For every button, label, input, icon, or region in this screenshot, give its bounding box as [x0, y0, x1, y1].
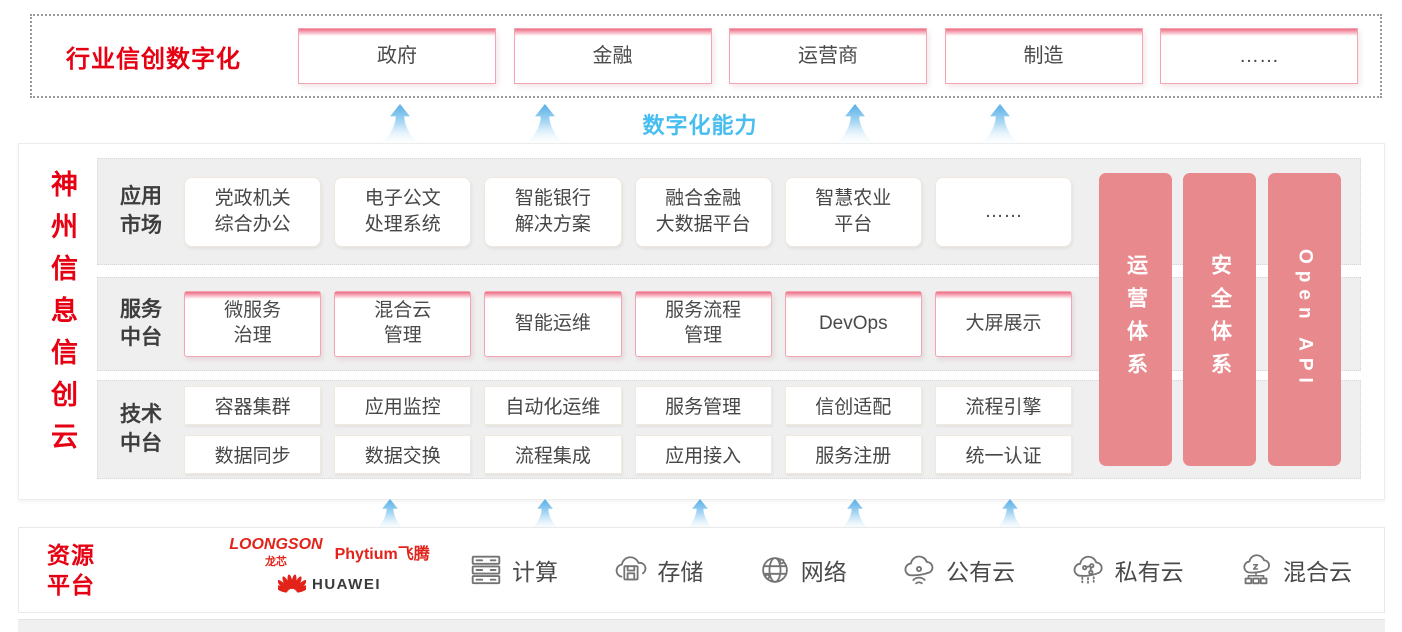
tech-box-app-monitor: 应用监控 [334, 385, 472, 425]
resource-item-label: 公有云 [946, 559, 1016, 585]
tech-box-data-exchange: 数据交换 [334, 434, 472, 474]
svc-box-devops: DevOps [784, 291, 922, 357]
public-cloud-icon [904, 555, 934, 585]
resource-item-hybrid-cloud: 混合云 [1236, 551, 1352, 589]
svc-box-bigscreen-display: 大屏展示 [934, 291, 1073, 357]
industry-box-government: 政府 [298, 28, 496, 84]
app-box-smart-agriculture: 智慧农业 平台 [784, 176, 922, 247]
resource-item-network: 网络 [756, 551, 847, 589]
up-arrow-icon [527, 104, 563, 142]
vendor-logos: LOONGSON 龙芯 Phytium飞腾 HUAWEI [217, 536, 442, 596]
app-box-smart-bank: 智能银行 解决方案 [484, 176, 622, 247]
loongson-wordmark: LOONGSON [229, 536, 323, 553]
up-arrow-icon [531, 499, 559, 529]
svc-box-hybrid-cloud-mgmt: 混合云 管理 [334, 291, 472, 357]
tech-box-auto-ops: 自动化运维 [484, 385, 622, 425]
phytium-logo: Phytium飞腾 [334, 546, 430, 563]
tech-box-app-access: 应用接入 [634, 434, 772, 474]
up-arrow-icon [996, 499, 1024, 529]
loongson-logo: LOONGSON 龙芯 [229, 536, 322, 569]
service-platform-label: 服务 中台 [120, 297, 162, 349]
server-icon [471, 555, 501, 585]
network-globe-icon [762, 557, 788, 583]
capability-label: 数字化能力 [642, 113, 758, 138]
resource-item-label: 网络 [800, 559, 847, 585]
private-cloud-icon [1073, 555, 1103, 584]
tech-box-data-sync: 数据同步 [184, 434, 322, 474]
app-box-e-document: 电子公文 处理系统 [334, 176, 472, 247]
app-box-party-gov-office: 党政机关 综合办公 [184, 176, 322, 247]
up-arrow-icon [376, 499, 404, 529]
loongson-cn-label: 龙芯 [264, 556, 287, 568]
resource-item-compute: 计算 [467, 551, 558, 589]
resource-item-storage: 存储 [610, 551, 703, 589]
tech-box-process-integration: 流程集成 [484, 434, 622, 474]
resource-platform-panel: 资源 平台 LOONGSON 龙芯 Phytium飞腾 [18, 527, 1385, 613]
tech-box-service-registry: 服务注册 [784, 434, 922, 474]
platform-side-title: 神州信息信创云 [47, 170, 77, 464]
app-box-more: …… [934, 176, 1073, 247]
up-arrow-icon [686, 499, 714, 529]
up-arrow-icon [841, 499, 869, 529]
resource-item-public-cloud: 公有云 [899, 551, 1015, 589]
bottom-strip [18, 619, 1385, 632]
svc-box-microservice-governance: 微服务 治理 [184, 291, 322, 357]
up-arrow-icon [837, 104, 873, 142]
pillar-open-api: Open API [1268, 173, 1341, 466]
resource-platform-title: 资源 平台 [47, 542, 95, 598]
tech-box-container-cluster: 容器集群 [184, 385, 322, 425]
tech-box-xinchuang-adapt: 信创适配 [784, 385, 922, 425]
app-box-finance-bigdata: 融合金融 大数据平台 [634, 176, 772, 247]
industry-box-finance: 金融 [513, 28, 712, 84]
pillar-security-system: 安全体系 [1183, 173, 1256, 466]
main-platform-panel: 神州信息信创云 应用 市场 党政机关 综合办公 电子公文 处理系统 智能银行 解… [18, 143, 1385, 500]
industry-band: 行业信创数字化 政府 金融 运营商 制造 …… [30, 14, 1382, 98]
industry-box-carrier: 运营商 [729, 28, 927, 84]
up-arrow-icon [982, 104, 1018, 142]
huawei-wordmark: HUAWEI [312, 575, 381, 593]
tech-box-process-engine: 流程引擎 [934, 385, 1073, 425]
resource-item-label: 计算 [512, 559, 558, 585]
pillar-operation-system-label: 运营体系 [1124, 253, 1148, 386]
tech-platform-row: 技术 中台 容器集群 应用监控 自动化运维 服务管理 信创适配 流程引擎 数据同… [97, 380, 1361, 479]
tech-box-service-mgmt: 服务管理 [634, 385, 772, 425]
resource-items: 计算 存储 网络 [467, 528, 1352, 612]
svc-box-intelligent-ops: 智能运维 [484, 291, 622, 357]
resource-item-label: 私有云 [1114, 559, 1184, 585]
up-arrow-icon [382, 104, 418, 142]
resource-item-private-cloud: 私有云 [1068, 551, 1184, 589]
tech-box-unified-auth: 统一认证 [934, 434, 1073, 474]
industry-box-manufacturing: 制造 [944, 28, 1143, 84]
industry-box-more: …… [1160, 28, 1358, 84]
resource-item-label: 存储 [657, 559, 704, 585]
pillar-security-system-label: 安全体系 [1208, 253, 1232, 386]
svc-box-service-process-mgmt: 服务流程 管理 [634, 291, 772, 357]
tech-platform-label: 技术 中台 [120, 403, 162, 455]
app-market-label: 应用 市场 [120, 185, 162, 237]
storage-cloud-icon [616, 556, 647, 581]
huawei-logo: HUAWEI [217, 572, 442, 596]
industry-band-items: 政府 金融 运营商 制造 …… [298, 28, 1358, 84]
pillar-operation-system: 运营体系 [1099, 173, 1172, 466]
huawei-flower-icon [278, 574, 306, 593]
hybrid-cloud-icon [1243, 554, 1270, 585]
industry-band-title: 行业信创数字化 [66, 45, 241, 73]
resource-item-label: 混合云 [1282, 559, 1352, 585]
pillar-open-api-label: Open API [1294, 249, 1316, 390]
